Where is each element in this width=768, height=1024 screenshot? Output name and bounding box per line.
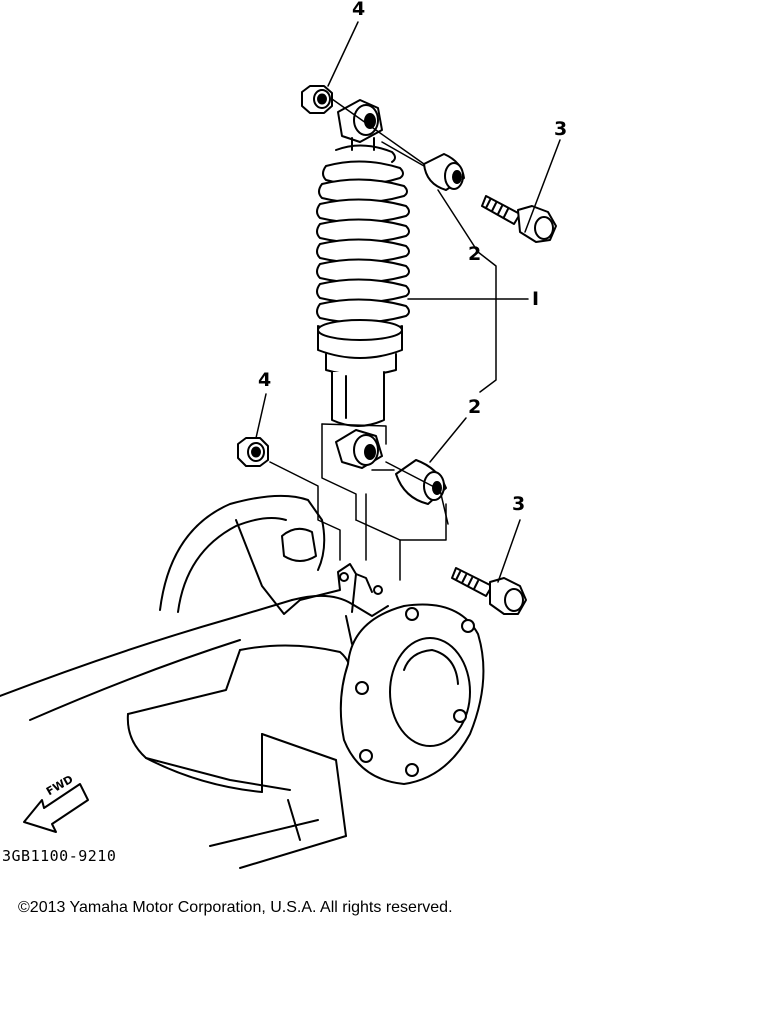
upper-collar (424, 154, 464, 190)
callout-3-lower-bolt: 3 (512, 493, 526, 515)
wheel-hub (341, 605, 484, 784)
fwd-arrow (24, 784, 88, 832)
callout-2-lower-collar: 2 (468, 396, 482, 418)
callout-4-lower-nut: 4 (258, 369, 272, 391)
copyright-notice: ©2013 Yamaha Motor Corporation, U.S.A. A… (18, 899, 453, 916)
coil-spring (317, 145, 409, 322)
lower-nut (238, 438, 268, 466)
leader-lines (256, 22, 560, 582)
rear-shock-absorber-diagram (0, 0, 768, 880)
part-code: 3GB1100-9210 (2, 847, 117, 865)
axle-housing (0, 496, 388, 868)
lower-collar (396, 460, 446, 504)
upper-nut (302, 86, 332, 113)
shock-lower-eye (336, 430, 382, 468)
callout-2-upper-collar: 2 (468, 243, 482, 265)
callout-1-shock-absorber: I (532, 288, 540, 310)
damper-body (332, 372, 384, 426)
spring-seat (318, 320, 402, 375)
callout-4-upper-nut: 4 (352, 0, 366, 20)
upper-bolt (482, 196, 556, 242)
assembly-guide-lines (270, 99, 448, 580)
callout-3-upper-bolt: 3 (554, 118, 568, 140)
shock-upper-eye (338, 100, 382, 150)
lower-bolt (452, 568, 526, 614)
